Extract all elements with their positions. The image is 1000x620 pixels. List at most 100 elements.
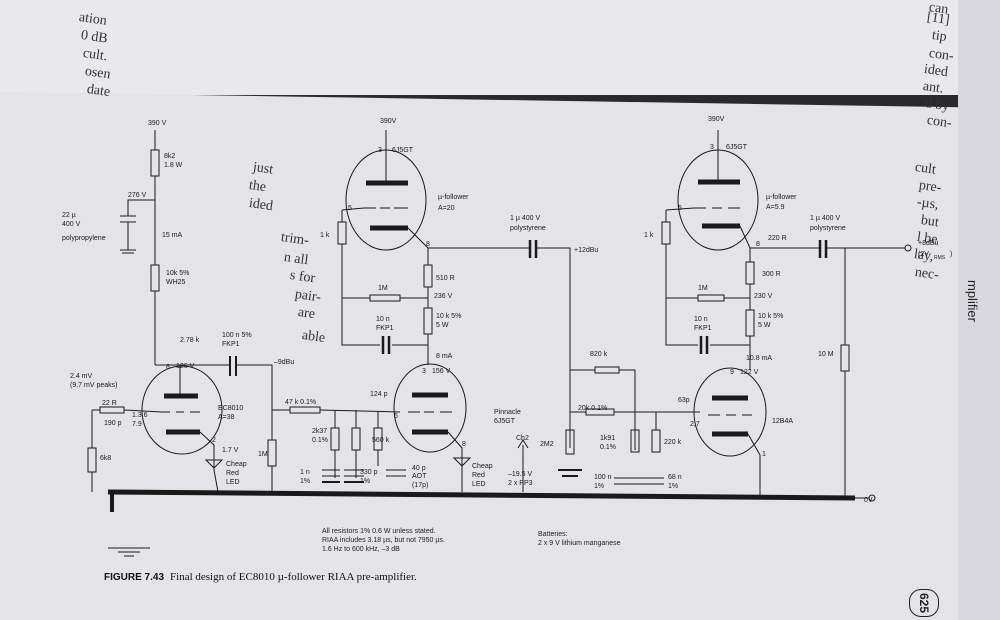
label-c1ub: 1 µ 400 V bbox=[810, 215, 840, 222]
label-t2pin3: 3 bbox=[710, 144, 714, 151]
label-r300: 300 R bbox=[762, 271, 781, 278]
label-v156: 156 V bbox=[432, 368, 451, 375]
label-r8k2w: 1.8 W bbox=[164, 162, 183, 169]
label-i15: 15 mA bbox=[162, 232, 183, 239]
label-t2pin8: 8 bbox=[756, 241, 760, 248]
label-c190: 190 p bbox=[104, 420, 122, 427]
label-c330t: 1% bbox=[360, 478, 370, 485]
label-v390-b: 390V bbox=[380, 118, 397, 125]
label-r278: 2.78 k bbox=[180, 337, 200, 344]
label-pint: 6J5GT bbox=[494, 418, 516, 425]
label-c40: 40 p bbox=[412, 465, 426, 472]
label-v390-c: 390V bbox=[708, 116, 725, 123]
previous-page-strip bbox=[0, 0, 1000, 95]
label-c10nbt: FKP1 bbox=[694, 325, 712, 332]
label-c100nbt: 1% bbox=[594, 483, 604, 490]
label-c1u: 1 µ 400 V bbox=[510, 215, 540, 222]
label-ec: EC8010 bbox=[218, 405, 243, 412]
label-tb: 12B4A bbox=[772, 418, 793, 425]
label-t1mu: µ-follower bbox=[438, 194, 469, 201]
label-c68t: 1% bbox=[668, 483, 678, 490]
label-pin1: 1 bbox=[762, 451, 766, 458]
label-r820: 820 k bbox=[590, 351, 608, 358]
schematic-page bbox=[0, 92, 1000, 620]
label-r1ka: 1 k bbox=[320, 232, 330, 239]
label-db12: +12dBu bbox=[574, 247, 598, 254]
label-t1pin5: 5 bbox=[348, 205, 352, 212]
label-pin: Pinnacle bbox=[494, 409, 521, 416]
label-r1kb: 1 k bbox=[644, 232, 654, 239]
label-t1pin3: 3 bbox=[378, 147, 382, 154]
label-c100n: 100 n 5% bbox=[222, 332, 252, 339]
label-r560: 560 k bbox=[372, 437, 390, 444]
caption-text: Final design of EC8010 µ-follower RIAA p… bbox=[170, 571, 417, 583]
label-r1k91: 1k91 bbox=[600, 435, 615, 442]
label-c330: 330 p bbox=[360, 469, 378, 476]
label-v390-a: 390 V bbox=[148, 120, 167, 127]
label-c10n: 10 n bbox=[376, 316, 390, 323]
label-c68: 68 n bbox=[668, 474, 682, 481]
label-r8k2: 8k2 bbox=[164, 153, 175, 160]
label-t2name: 6J5GT bbox=[726, 144, 748, 151]
label-r10k: 10k 5% bbox=[166, 270, 189, 277]
label-dbm9: –9dBu bbox=[274, 359, 294, 366]
label-n79: 7.9 bbox=[132, 421, 142, 428]
label-i8: 8 mA bbox=[436, 353, 453, 360]
label-c124: 124 p bbox=[370, 391, 388, 398]
label-led1c: LED bbox=[226, 479, 240, 486]
label-c1n: 1 n bbox=[300, 469, 310, 476]
label-t1pin8: 8 bbox=[426, 241, 430, 248]
label-pin3b: 3 bbox=[422, 368, 426, 375]
label-r20k: 20k 0.1% bbox=[578, 405, 607, 412]
label-ch2: Ch2 bbox=[516, 435, 529, 442]
label-t2mu: µ-follower bbox=[766, 194, 797, 201]
label-t1g: A=20 bbox=[438, 205, 455, 212]
label-r22: 22 R bbox=[102, 400, 117, 407]
label-vbat: –19.5 V bbox=[508, 471, 532, 478]
label-r2k37: 2k37 bbox=[312, 428, 327, 435]
label-out2: (2V bbox=[918, 251, 929, 258]
label-c1ubt: polystyrene bbox=[810, 225, 846, 232]
label-led1b: Red bbox=[226, 470, 239, 477]
label-c1ut: polystyrene bbox=[510, 225, 546, 232]
label-i108: 10.8 mA bbox=[746, 355, 772, 362]
label-pin8b: 8 bbox=[462, 441, 466, 448]
label-vbatt: 2 x PP3 bbox=[508, 480, 533, 487]
resistor-notes: All resistors 1% 0.6 W unless stated. RI… bbox=[322, 528, 445, 553]
label-c40u: (17p) bbox=[412, 482, 428, 489]
label-r1mb: 1M bbox=[378, 285, 388, 292]
label-c1nt: 1% bbox=[300, 478, 310, 485]
label-r10kc: 10 k 5% bbox=[758, 313, 783, 320]
label-in2: (9.7 mV peaks) bbox=[70, 382, 117, 389]
ground-bus bbox=[107, 489, 856, 501]
label-c40t: AOT bbox=[412, 473, 427, 480]
page-gutter bbox=[958, 0, 1000, 620]
label-n136: 1.3.6 bbox=[132, 412, 148, 419]
label-led1a: Cheap bbox=[226, 461, 247, 468]
label-c100nb: 100 n bbox=[594, 474, 612, 481]
label-r2m2: 2M2 bbox=[540, 441, 554, 448]
label-r1mc: 1M bbox=[698, 285, 708, 292]
label-t2pin5: 5 bbox=[678, 205, 682, 212]
label-in1: 2.4 mV bbox=[70, 373, 93, 380]
label-r10kb: 10 k 5% bbox=[436, 313, 461, 320]
label-r10kt: WH25 bbox=[166, 279, 186, 286]
label-c10nb: 10 n bbox=[694, 316, 708, 323]
label-r10m: 10 M bbox=[818, 351, 834, 358]
12b4a-valve bbox=[693, 367, 767, 457]
6j5gt-lower-valve-1 bbox=[393, 363, 467, 453]
label-r1k91t: 0.1% bbox=[600, 444, 616, 451]
label-r47k: 47 k 0.1% bbox=[285, 399, 316, 406]
label-t2g: A=5.9 bbox=[766, 204, 785, 211]
label-c22t: polypropylene bbox=[62, 235, 106, 242]
label-r6k8: 6k8 bbox=[100, 455, 111, 462]
label-v126: 126 V bbox=[176, 363, 195, 370]
label-pin2: 2 bbox=[212, 437, 216, 444]
label-r1m: 1M bbox=[258, 451, 268, 458]
label-led2c: LED bbox=[472, 481, 486, 488]
label-pin5b: 5 bbox=[394, 413, 398, 420]
ec8010-valve bbox=[141, 365, 223, 455]
label-zero: 0V bbox=[864, 497, 873, 504]
